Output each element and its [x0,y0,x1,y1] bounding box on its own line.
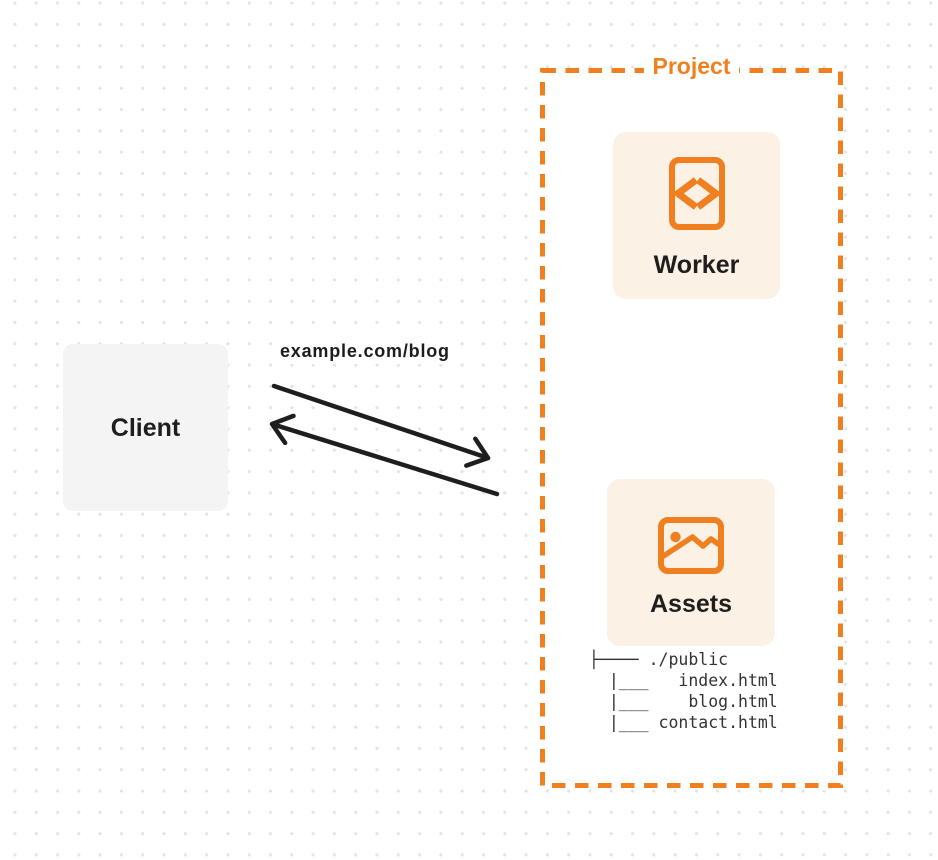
assets-card: Assets [607,479,775,646]
request-url-label: example.com/blog [276,339,454,364]
code-file-icon [668,157,725,230]
worker-label: Worker [653,251,740,279]
response-arrow [269,413,500,497]
assets-label: Assets [650,590,732,618]
file-tree: ├──── ./public |___ index.html |___ blog… [589,650,778,732]
image-icon [658,517,724,574]
request-arrow [271,383,491,468]
project-title: Project [643,53,740,79]
project-container: Project Worker Assets ├──── ./public |__… [540,53,843,788]
client-box: Client [63,344,228,511]
worker-card: Worker [613,132,780,299]
client-label: Client [110,413,181,442]
